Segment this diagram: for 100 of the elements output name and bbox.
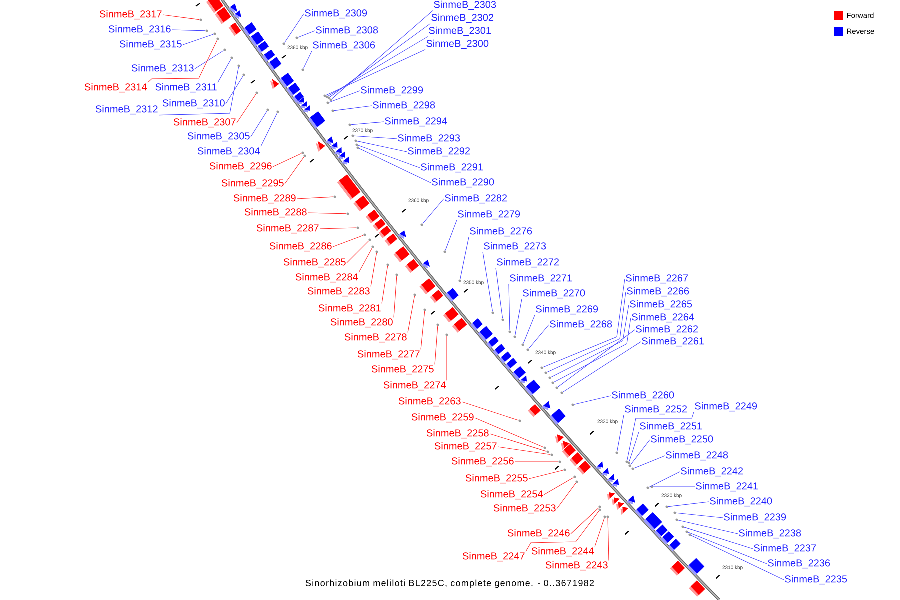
gene-label: SinmeB_2272 — [497, 258, 560, 268]
leader-line — [498, 446, 551, 456]
leader-line — [627, 412, 694, 461]
gene-label: SinmeB_2312 — [96, 105, 158, 115]
gene-label: SinmeB_2257 — [434, 442, 497, 452]
gene-label: SinmeB_2251 — [640, 422, 702, 432]
gene-label: SinmeB_2264 — [632, 313, 694, 323]
leader-line — [676, 512, 724, 518]
leader-line — [351, 122, 384, 126]
leader-line — [182, 34, 214, 46]
leader-line — [684, 527, 754, 550]
leader-line — [678, 520, 738, 534]
gene-label: SinmeB_2248 — [666, 451, 728, 461]
gene-label: SinmeB_2275 — [372, 365, 434, 375]
gene-label: SinmeB_2303 — [434, 0, 496, 10]
leader-line — [544, 477, 574, 496]
gene-label: SinmeB_2294 — [385, 117, 448, 127]
gene-label: SinmeB_2253 — [494, 504, 556, 514]
gene-label: SinmeB_2306 — [313, 41, 376, 51]
leader-line — [630, 440, 650, 466]
gene-label: SinmeB_2283 — [308, 287, 370, 297]
leader-line — [158, 67, 239, 116]
leader-line — [668, 502, 710, 508]
gene-label: SinmeB_2290 — [432, 178, 494, 188]
leader-line — [328, 36, 428, 96]
leader-line — [422, 198, 444, 224]
leader-line — [162, 14, 200, 20]
gene-label: SinmeB_2259 — [412, 413, 474, 423]
leader-line — [508, 284, 510, 331]
gene-label: SinmeB_2311 — [156, 83, 217, 93]
gene-label: SinmeB_2271 — [510, 274, 572, 284]
leader-line — [272, 153, 302, 168]
gene-label: SinmeB_2289 — [234, 194, 296, 204]
leader-line — [298, 30, 316, 38]
leader-line — [296, 196, 334, 200]
gene-label: SinmeB_2276 — [470, 227, 532, 237]
gene-label: SinmeB_2237 — [754, 544, 816, 554]
gene-label: SinmeB_2307 — [174, 118, 236, 128]
leader-line — [634, 456, 666, 469]
leader-line — [330, 24, 431, 98]
leader-line — [446, 336, 448, 381]
gene-label: SinmeB_2267 — [626, 274, 688, 284]
leader-line — [320, 228, 357, 230]
leader-line — [172, 30, 206, 32]
gene-label: SinmeB_2265 — [630, 300, 692, 310]
leader-line — [445, 220, 458, 251]
leader-line — [357, 141, 408, 152]
gene-label: SinmeB_2288 — [244, 208, 307, 218]
leader-line — [551, 304, 630, 378]
leader-line — [688, 532, 768, 564]
leader-line — [558, 330, 636, 388]
gene-label: SinmeB_2254 — [480, 490, 543, 500]
gene-label: SinmeB_2246 — [508, 529, 570, 539]
leader-line — [354, 136, 398, 140]
leader-line — [528, 470, 564, 480]
leader-line — [496, 268, 504, 319]
leader-line — [346, 240, 370, 264]
gene-label: SinmeB_2268 — [550, 320, 612, 330]
leader-line — [370, 253, 378, 287]
gene-label: SinmeB_2258 — [426, 429, 489, 439]
leader-line — [649, 472, 680, 488]
leader-line — [358, 145, 420, 168]
gene-label: SinmeB_2317 — [100, 10, 162, 20]
leader-line — [490, 434, 547, 452]
gene-label: SinmeB_2270 — [523, 289, 586, 299]
gene-label: SinmeB_2295 — [222, 179, 284, 189]
gene-label: SinmeB_2309 — [305, 9, 368, 19]
leader-line — [515, 299, 522, 336]
leader-line — [308, 212, 347, 214]
gene-label: SinmeB_2247 — [462, 552, 525, 562]
leader-line — [194, 50, 224, 70]
leader-line — [284, 156, 304, 184]
gene-label: SinmeB_2260 — [612, 391, 674, 401]
gene-label: SinmeB_2239 — [724, 513, 786, 523]
gene-label: SinmeB_2286 — [270, 242, 332, 252]
gene-label: SinmeB_2277 — [358, 350, 420, 360]
gene-label: SinmeB_2244 — [532, 547, 594, 557]
gene-label: SinmeB_2255 — [466, 474, 528, 484]
gene-label: SinmeB_2279 — [458, 210, 520, 220]
gene-label: SinmeB_2238 — [739, 529, 802, 539]
gene-label: SinmeB_2269 — [536, 305, 598, 315]
gene-label: SinmeB_2273 — [484, 242, 546, 252]
gene-label: SinmeB_2287 — [256, 224, 319, 234]
gene-label: SinmeB_2308 — [316, 26, 378, 36]
leader-line — [382, 266, 388, 304]
gene-label: SinmeB_2293 — [398, 134, 460, 144]
leader-line — [462, 402, 519, 421]
leader-line — [148, 40, 218, 83]
leader-line — [218, 59, 232, 83]
gene-label: SinmeB_2285 — [284, 258, 346, 268]
gene-label: SinmeB_2235 — [785, 575, 848, 585]
gene-label: SinmeB_2298 — [373, 101, 436, 111]
leader-line — [554, 318, 632, 383]
leader-line — [332, 235, 364, 248]
gene-label: SinmeB_2291 — [421, 163, 484, 173]
leader-line — [329, 90, 360, 103]
leader-line — [250, 111, 268, 138]
leader-line — [617, 415, 624, 452]
gene-label: SinmeB_2313 — [132, 64, 194, 74]
gene-label: SinmeB_2240 — [710, 497, 772, 507]
